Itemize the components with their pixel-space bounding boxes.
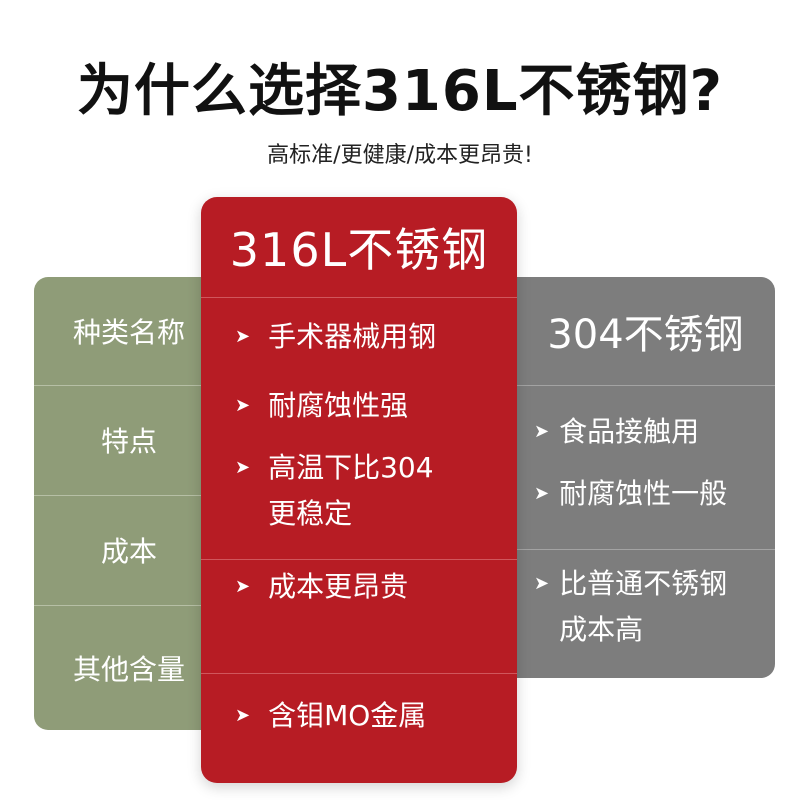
item-text-line-1: 比普通不锈钢 <box>559 567 728 600</box>
page-subtitle: 高标准/更健康/成本更昂贵! <box>267 143 533 168</box>
divider <box>201 559 517 560</box>
steel-304-column: 304不锈钢 ➤ 食品接触用 ➤ 耐腐蚀性一般 ➤ 比普通不锈钢 成本高 <box>500 277 775 678</box>
category-name-type: 种类名称 <box>72 316 185 349</box>
arrow-right-icon: ➤ <box>534 421 550 442</box>
steel-316l-title: 316L不锈钢 <box>229 223 489 277</box>
steel-304-cost-item: ➤ 比普通不锈钢 成本高 <box>534 561 727 653</box>
item-text-line-1: 高温下比304 <box>268 451 434 484</box>
steel-304-title: 304不锈钢 <box>547 312 744 358</box>
category-cost: 成本 <box>100 535 157 568</box>
steel-304-feature-item: ➤ 食品接触用 <box>534 409 699 455</box>
divider <box>34 605 224 606</box>
item-text: 耐腐蚀性强 <box>268 389 409 422</box>
arrow-right-icon: ➤ <box>235 326 251 347</box>
steel-316l-feature-item: ➤ 高温下比304 更稳定 <box>235 445 434 537</box>
divider <box>516 385 775 386</box>
category-column: 种类名称 特点 成本 其他含量 <box>34 277 224 730</box>
arrow-right-icon: ➤ <box>534 483 550 504</box>
page-title: 为什么选择316L不锈钢? <box>76 59 724 124</box>
arrow-right-icon: ➤ <box>235 395 251 416</box>
item-text-line-2: 更稳定 <box>268 497 353 530</box>
arrow-right-icon: ➤ <box>534 573 550 594</box>
steel-316l-column: 316L不锈钢 ➤ 手术器械用钢 ➤ 耐腐蚀性强 ➤ 高温下比304 更稳定 ➤… <box>201 197 517 783</box>
arrow-right-icon: ➤ <box>235 705 251 726</box>
steel-316l-cost-item: ➤ 成本更昂贵 <box>235 564 408 610</box>
item-text: 耐腐蚀性一般 <box>559 477 728 510</box>
divider <box>34 385 224 386</box>
divider <box>516 549 775 550</box>
item-text: 手术器械用钢 <box>268 320 437 353</box>
arrow-right-icon: ➤ <box>235 576 251 597</box>
item-text: 食品接触用 <box>559 415 700 448</box>
steel-316l-other-item: ➤ 含钼MO金属 <box>235 693 426 739</box>
divider <box>201 673 517 674</box>
category-other-content: 其他含量 <box>72 652 185 686</box>
item-text: 成本更昂贵 <box>268 570 409 603</box>
item-text-line-2: 成本高 <box>559 613 644 646</box>
steel-304-feature-item: ➤ 耐腐蚀性一般 <box>534 471 727 517</box>
divider <box>34 495 224 496</box>
steel-316l-type-item: ➤ 手术器械用钢 <box>235 314 436 360</box>
item-text: 含钼MO金属 <box>268 699 427 732</box>
arrow-right-icon: ➤ <box>235 457 251 478</box>
steel-316l-feature-item: ➤ 耐腐蚀性强 <box>235 383 408 429</box>
divider <box>201 297 517 298</box>
category-feature: 特点 <box>100 425 157 458</box>
